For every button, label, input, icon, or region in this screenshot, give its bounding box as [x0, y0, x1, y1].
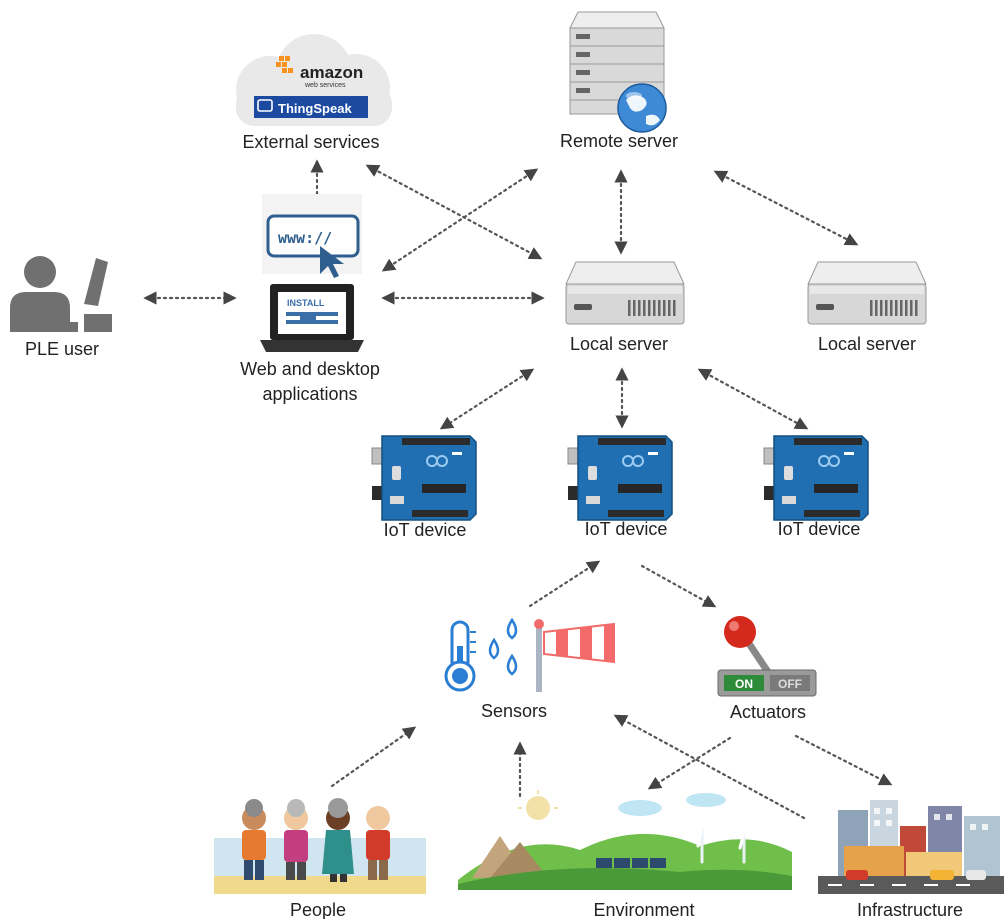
conn-local-iot3 — [697, 368, 809, 430]
sensors-label: Sensors — [481, 701, 547, 721]
person-icon — [366, 806, 390, 880]
external-services-label: External services — [242, 132, 379, 152]
conn-infrastructure-sensors — [613, 714, 806, 820]
install-text: INSTALL — [287, 298, 325, 308]
conn-sensors-iot — [528, 560, 601, 608]
conn-remote-local2 — [713, 170, 859, 246]
switch-lever-icon — [724, 616, 772, 676]
iot-device-label-2: IoT device — [585, 519, 668, 539]
arduino-board-icon — [371, 435, 477, 521]
thermometer-icon — [444, 620, 476, 692]
external-services-node: amazon web services ThingSpeak External … — [236, 34, 392, 152]
local-server-label-1: Local server — [570, 334, 668, 354]
apps-label-line1: Web and desktop — [240, 359, 380, 379]
actuators-label: Actuators — [730, 702, 806, 722]
arduino-board-icon — [567, 435, 673, 521]
actuators-node: ON OFF Actuators — [717, 616, 817, 722]
switch-on-text: ON — [735, 677, 753, 691]
connectors — [143, 159, 893, 820]
conn-actuators-environment — [647, 736, 732, 790]
conn-local-iot1 — [439, 368, 535, 430]
sensors-node: Sensors — [444, 617, 615, 721]
arduino-board-icon — [763, 435, 869, 521]
conn-external-local — [365, 164, 543, 260]
local-server-node-2: Local server — [807, 261, 927, 354]
iot-device-node-2: IoT device — [567, 435, 673, 539]
windsock-icon — [534, 619, 615, 692]
switch-off-text: OFF — [778, 677, 802, 691]
person-icon — [322, 798, 354, 882]
thingspeak-logo: ThingSpeak — [254, 96, 368, 118]
browser-icon: www:// — [262, 194, 362, 278]
thingspeak-text: ThingSpeak — [278, 101, 352, 116]
local-server-node-1: Local server — [565, 261, 685, 354]
city-illustration — [818, 800, 1004, 894]
conn-iot-actuators — [640, 564, 717, 608]
laptop-icon: INSTALL — [260, 284, 364, 352]
server-icon — [807, 261, 927, 325]
landscape-illustration — [458, 790, 792, 890]
www-text: www:// — [278, 229, 332, 247]
on-off-switch-icon: ON OFF — [717, 669, 817, 697]
environment-node: Environment — [458, 790, 792, 919]
person-icon — [242, 799, 266, 880]
server-icon — [565, 261, 685, 325]
amazon-sub-text: web services — [304, 82, 346, 89]
people-label: People — [290, 900, 346, 919]
infrastructure-node: Infrastructure — [818, 800, 1004, 919]
infrastructure-label: Infrastructure — [857, 900, 963, 919]
wind-turbine-icon — [688, 808, 762, 864]
raindrops-icon — [488, 617, 518, 676]
remote-server-label: Remote server — [560, 131, 678, 151]
iot-device-node-1: IoT device — [371, 435, 477, 540]
conn-apps-remote — [381, 168, 539, 272]
amazon-text: amazon — [300, 63, 363, 82]
conn-actuators-infrastructure — [794, 734, 893, 786]
amazon-logo: amazon web services — [276, 56, 363, 89]
people-illustration — [214, 798, 426, 894]
iot-device-node-3: IoT device — [763, 435, 869, 539]
apps-node: www:// INSTALL Web and desktop applicati… — [240, 194, 380, 404]
iot-device-label-3: IoT device — [778, 519, 861, 539]
ple-user-node: PLE user — [10, 256, 112, 359]
apps-label-line2: applications — [262, 384, 357, 404]
remote-server-node: Remote server — [560, 11, 678, 151]
ple-user-label: PLE user — [25, 339, 99, 359]
environment-label: Environment — [593, 900, 694, 919]
people-node: People — [214, 798, 426, 919]
local-server-label-2: Local server — [818, 334, 916, 354]
user-icon — [10, 256, 112, 332]
iot-device-label-1: IoT device — [384, 520, 467, 540]
globe-icon — [617, 83, 667, 133]
person-icon — [284, 799, 308, 880]
conn-people-sensors — [330, 726, 417, 788]
